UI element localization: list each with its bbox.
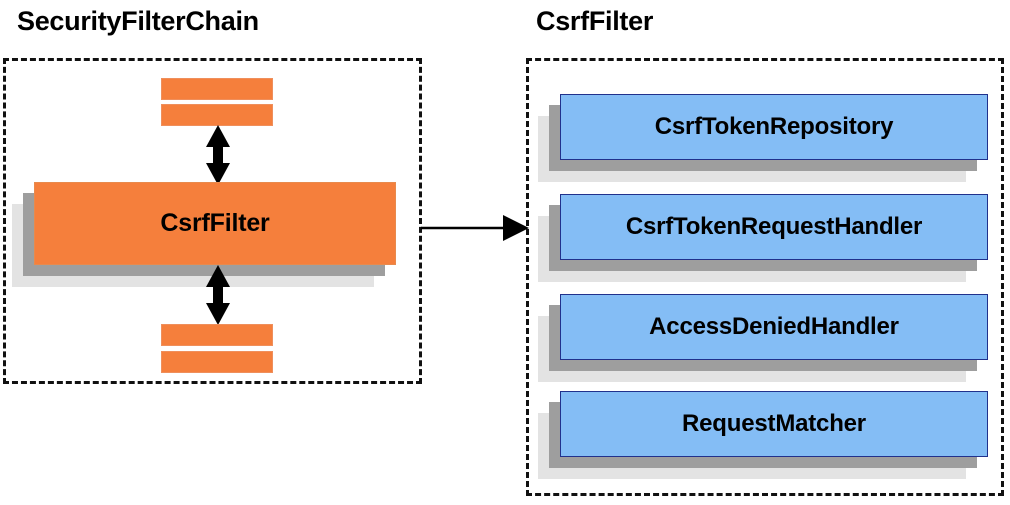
security-filter-chain-panel — [3, 58, 422, 384]
card-face: CsrfTokenRepository — [560, 94, 988, 160]
filter-bar-top-2 — [161, 104, 273, 126]
component-label: CsrfTokenRepository — [654, 113, 894, 140]
csrf-filter-face: CsrfFilter — [34, 182, 396, 265]
left-panel-title: SecurityFilterChain — [17, 6, 259, 36]
component-label: AccessDeniedHandler — [649, 313, 899, 340]
filter-bar-top-1 — [161, 78, 273, 100]
csrf-filter-box[interactable]: CsrfFilter — [12, 182, 396, 287]
component-label: CsrfTokenRequestHandler — [625, 213, 923, 240]
csrf-filter-label: CsrfFilter — [160, 209, 270, 237]
csrf-filter-detail-panel — [526, 58, 1004, 496]
card-face: CsrfTokenRequestHandler — [560, 194, 988, 260]
card-face: AccessDeniedHandler — [560, 294, 988, 360]
component-card-request-matcher[interactable]: RequestMatcher — [538, 391, 988, 479]
filter-bar-bottom-2 — [161, 351, 273, 373]
component-card-csrf-token-request-handler[interactable]: CsrfTokenRequestHandler — [538, 194, 988, 282]
component-label: RequestMatcher — [682, 410, 866, 437]
bottom-bidirectional-arrow — [199, 264, 237, 326]
right-panel-title: CsrfFilter — [536, 6, 654, 36]
top-bidirectional-arrow — [199, 124, 237, 186]
right-arrow-icon — [421, 214, 531, 242]
component-card-csrf-token-repository[interactable]: CsrfTokenRepository — [538, 94, 988, 182]
filter-bar-bottom-1 — [161, 324, 273, 346]
card-face: RequestMatcher — [560, 391, 988, 457]
component-card-access-denied-handler[interactable]: AccessDeniedHandler — [538, 294, 988, 382]
